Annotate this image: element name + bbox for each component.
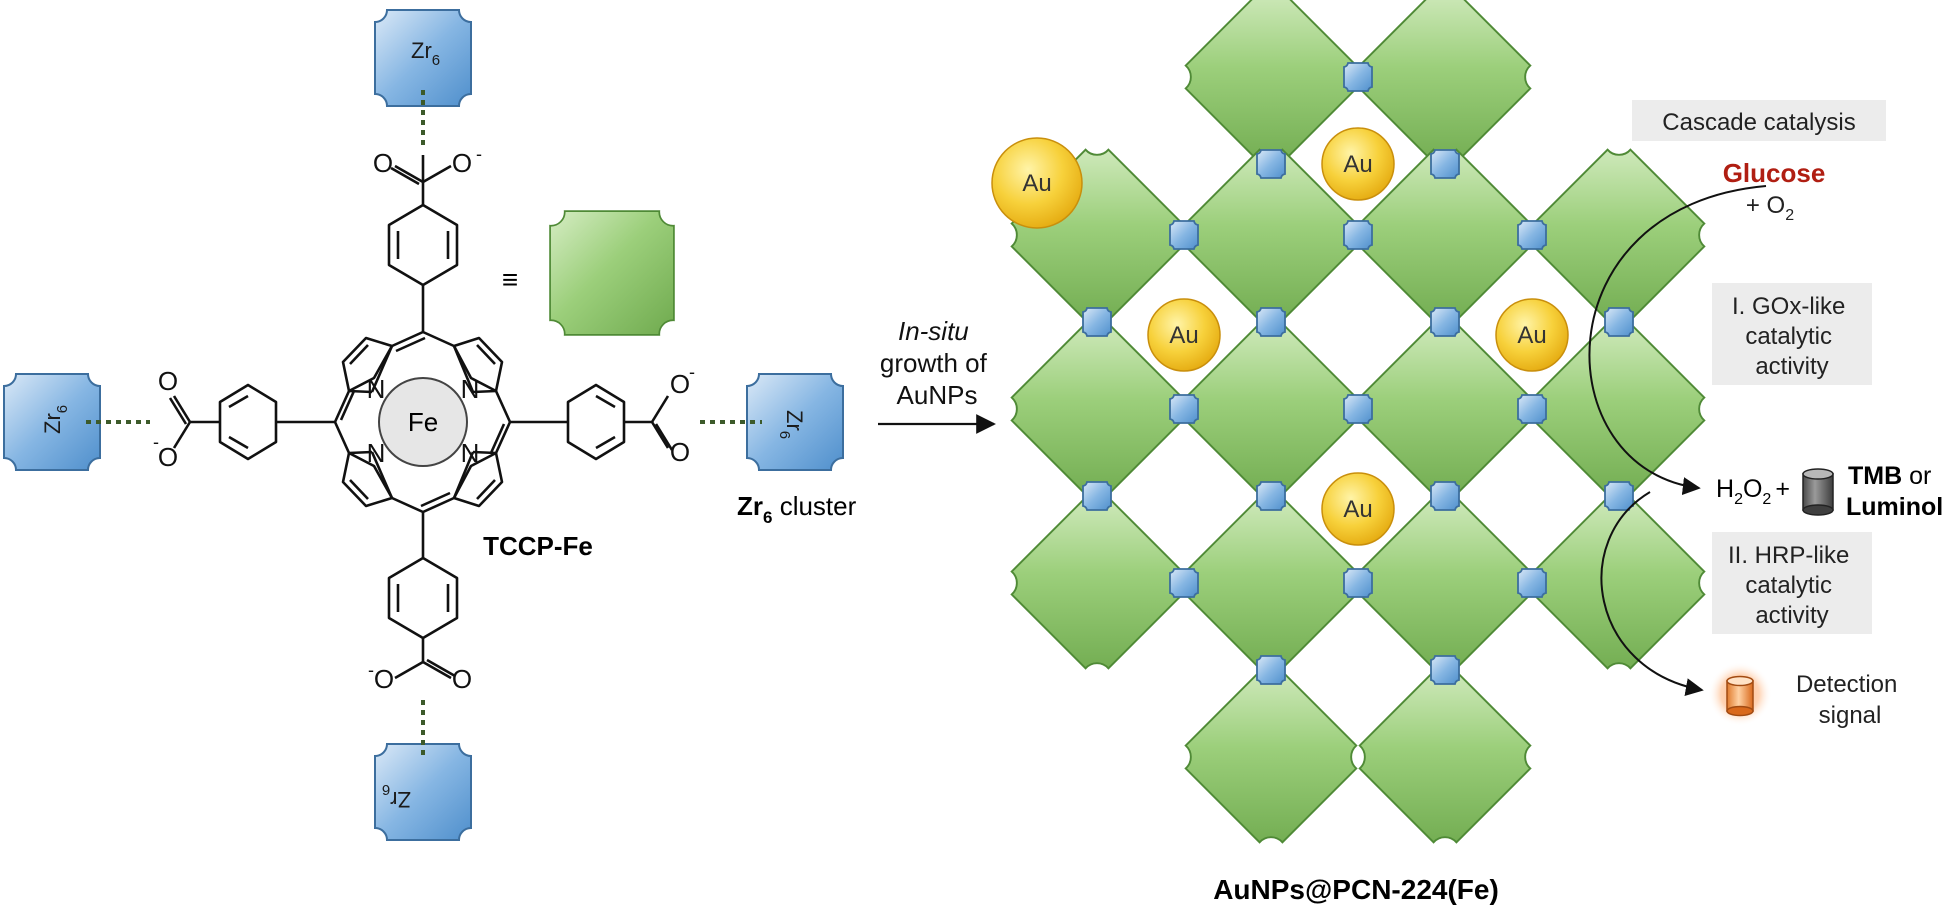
zr-node [1343,394,1373,424]
zr-node [1604,307,1634,337]
gold-nanoparticle-label: Au [1169,322,1198,349]
gold-nanoparticle-label: Au [1517,322,1546,349]
gold-nanoparticle-label: Au [1343,496,1372,523]
zr-node [1169,394,1199,424]
svg-text:Zr6: Zr6 [776,410,807,439]
cascade-title-box [1632,100,1886,141]
step1-box [1712,283,1872,385]
zr-cluster-left: Zr6 [3,373,101,471]
tmb-luminol-label: TMB or [1848,462,1931,490]
svg-text:Zr6: Zr6 [40,405,71,434]
zr-node [1343,62,1373,92]
arrow-label: In-situ growth of AuNPs [880,316,994,410]
step1-text: I. GOx-like catalytic activity [1732,293,1852,380]
svg-text:O: O [374,664,394,694]
svg-text:-: - [689,362,695,382]
h2o2-label: H2O2+ [1716,475,1790,508]
oxygen-labels: O O - O O - O O - O O - [153,144,695,694]
cascade-arrow-2 [1600,491,1704,696]
zr-node [1256,655,1286,685]
svg-text:N: N [461,374,480,404]
zr-node [1517,568,1547,598]
zr-node [1256,481,1286,511]
zr-cluster-right: Zr6 [746,373,844,471]
gold-nanoparticle: Au [1321,472,1395,546]
glucose-label: Glucose [1723,158,1826,188]
framework-name: AuNPs@PCN-224(Fe) [1213,874,1499,905]
zr-node [1256,149,1286,179]
zr-node [1517,220,1547,250]
green-cluster-legend [549,210,675,336]
gold-nanoparticle-label: Au [1343,151,1372,178]
svg-text:-: - [368,660,374,680]
svg-text:N: N [367,374,386,404]
gold-nanoparticle: Au [1147,298,1221,372]
svg-text:-: - [476,144,482,164]
fe-label: Fe [408,407,438,437]
framework-cluster [1521,485,1717,681]
framework-cluster [999,485,1195,681]
zr-cluster-top: Zr6 [374,9,472,107]
svg-text:N: N [367,438,386,468]
zr-node [1430,149,1460,179]
svg-text:O: O [452,148,472,178]
gold-nanoparticle: Au [1321,127,1395,201]
zr-node [1517,394,1547,424]
step2-box [1712,532,1872,634]
ligand-name: TCCP-Fe [483,531,593,561]
svg-text:O: O [670,369,690,399]
fe-center [378,377,468,467]
zr-node [1430,307,1460,337]
zr-node [1256,307,1286,337]
cascade-arrow-1 [1588,185,1767,496]
svg-text:O: O [452,664,472,694]
gold-nanoparticle: Au [1495,298,1569,372]
detection-label: Detection signal [1796,671,1904,729]
svg-text:Zr6: Zr6 [382,781,411,812]
zr-node [1430,655,1460,685]
gold-nanoparticle: Au [991,137,1083,229]
svg-text:O: O [373,148,393,178]
svg-text:O: O [158,366,178,396]
svg-text:O: O [670,437,690,467]
svg-text:N: N [461,438,480,468]
zr-cluster-bottom: Zr6 [374,743,472,841]
framework-cluster [1521,137,1717,333]
luminol-label: Luminol [1846,493,1943,521]
zr-node [1169,568,1199,598]
cascade-title: Cascade catalysis [1662,109,1855,136]
framework-cluster [1173,659,1369,855]
zr-node [1430,481,1460,511]
oxygen-reactant: + O2 [1746,192,1794,224]
svg-text:-: - [153,432,159,452]
nitrogen-labels: N N N N [367,374,480,468]
zr-node [1604,481,1634,511]
gold-nanoparticle-label: Au [1022,170,1051,197]
detection-cylinder-icon [1726,675,1754,717]
zr-node [1343,220,1373,250]
substrate-cylinder-icon [1802,468,1834,516]
step2-text: II. HRP-like catalytic activity [1728,542,1856,629]
tccp-fe-ligand [168,155,674,680]
zr-node [1082,307,1112,337]
zr-node [1169,220,1199,250]
framework-cluster [1347,659,1543,855]
zr-node [1082,481,1112,511]
zr-node [1343,568,1373,598]
svg-text:O: O [158,442,178,472]
equivalence-symbol: ≡ [502,264,518,295]
svg-text:Zr6: Zr6 [411,38,440,69]
zr-cluster-caption: Zr6 cluster [737,491,857,527]
